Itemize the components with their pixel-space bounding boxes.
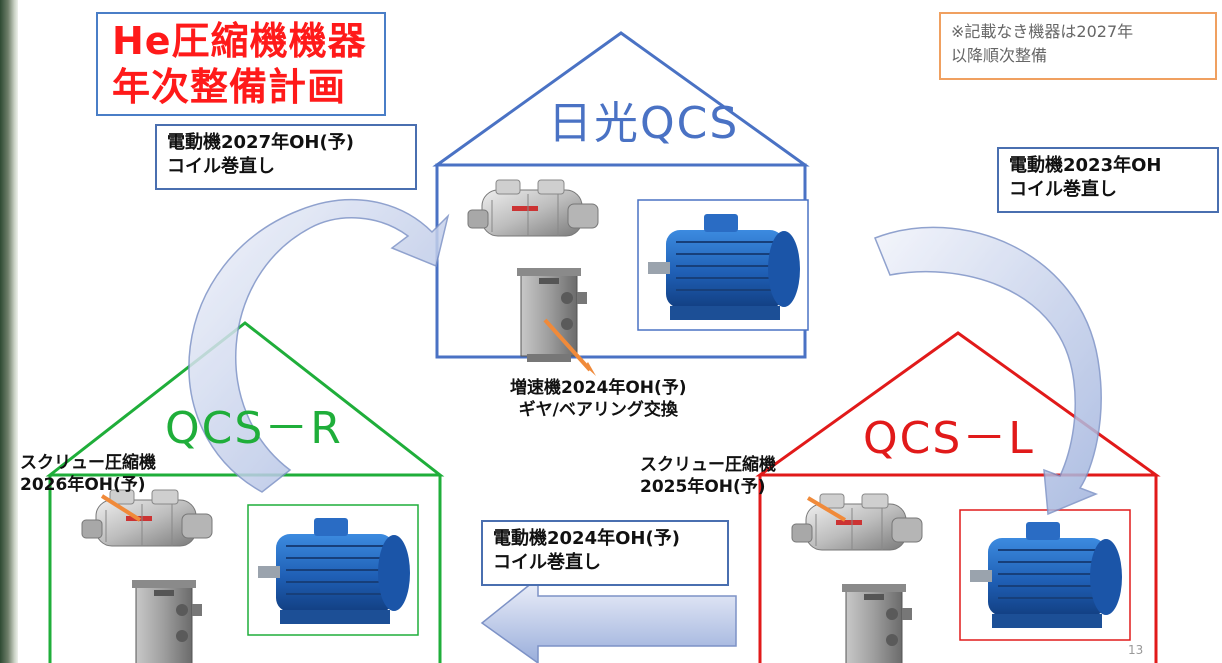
note-box: ※記載なき機器は2027年 以降順次整備 xyxy=(939,12,1217,80)
straight-arrow-l-to-r xyxy=(480,576,737,663)
title-box: He圧縮機機器 年次整備計画 xyxy=(96,12,386,116)
house-name-qcs-r: QCS－R xyxy=(165,403,343,454)
label-line: ギヤ/ベアリング交換 xyxy=(518,400,678,420)
gearbox-icon xyxy=(516,267,588,363)
title-line-2: 年次整備計画 xyxy=(112,65,347,109)
house-name-nikko: 日光QCS xyxy=(548,98,740,149)
page-number: 13 xyxy=(1128,643,1144,657)
callout-line: コイル巻直し xyxy=(167,156,275,177)
label-screw-2025: スクリュー圧縮機 2025年OH(予) xyxy=(640,454,776,498)
callout-motor-2023: 電動機2023年OH コイル巻直し xyxy=(997,147,1219,213)
label-line: スクリュー圧縮機 xyxy=(20,453,156,473)
callout-motor-2027: 電動機2027年OH(予) コイル巻直し xyxy=(155,124,417,190)
callout-line: コイル巻直し xyxy=(1009,179,1117,200)
callout-line: 電動機2023年OH xyxy=(1009,155,1162,176)
label-line: 2026年OH(予) xyxy=(20,475,146,495)
pointer-arrow xyxy=(543,318,592,372)
callout-line: コイル巻直し xyxy=(493,552,601,573)
label-line: 増速機2024年OH(予) xyxy=(510,378,687,398)
callout-line: 電動機2027年OH(予) xyxy=(167,132,354,153)
callout-line: 電動機2024年OH(予) xyxy=(493,528,680,549)
callout-motor-2024: 電動機2024年OH(予) コイル巻直し xyxy=(481,520,729,586)
gearbox-icon xyxy=(131,579,203,663)
label-gearbox-2024: 増速機2024年OH(予) ギヤ/ベアリング交換 xyxy=(510,377,687,421)
screw-compressor-icon xyxy=(81,489,213,547)
label-screw-2026: スクリュー圧縮機 2026年OH(予) xyxy=(20,452,156,496)
title-line-1: He圧縮機機器 xyxy=(112,19,367,63)
label-line: 2025年OH(予) xyxy=(640,477,766,497)
note-line-1: ※記載なき機器は2027年 xyxy=(951,22,1134,41)
curved-arrow-r-to-nikko xyxy=(188,199,450,493)
background-photo-strip xyxy=(0,0,18,663)
label-line: スクリュー圧縮機 xyxy=(640,455,776,475)
house-name-qcs-l: QCS－L xyxy=(863,413,1035,464)
curved-arrow-nikko-to-l xyxy=(874,226,1102,516)
gearbox-icon xyxy=(841,583,913,663)
note-line-2: 以降順次整備 xyxy=(951,46,1048,65)
